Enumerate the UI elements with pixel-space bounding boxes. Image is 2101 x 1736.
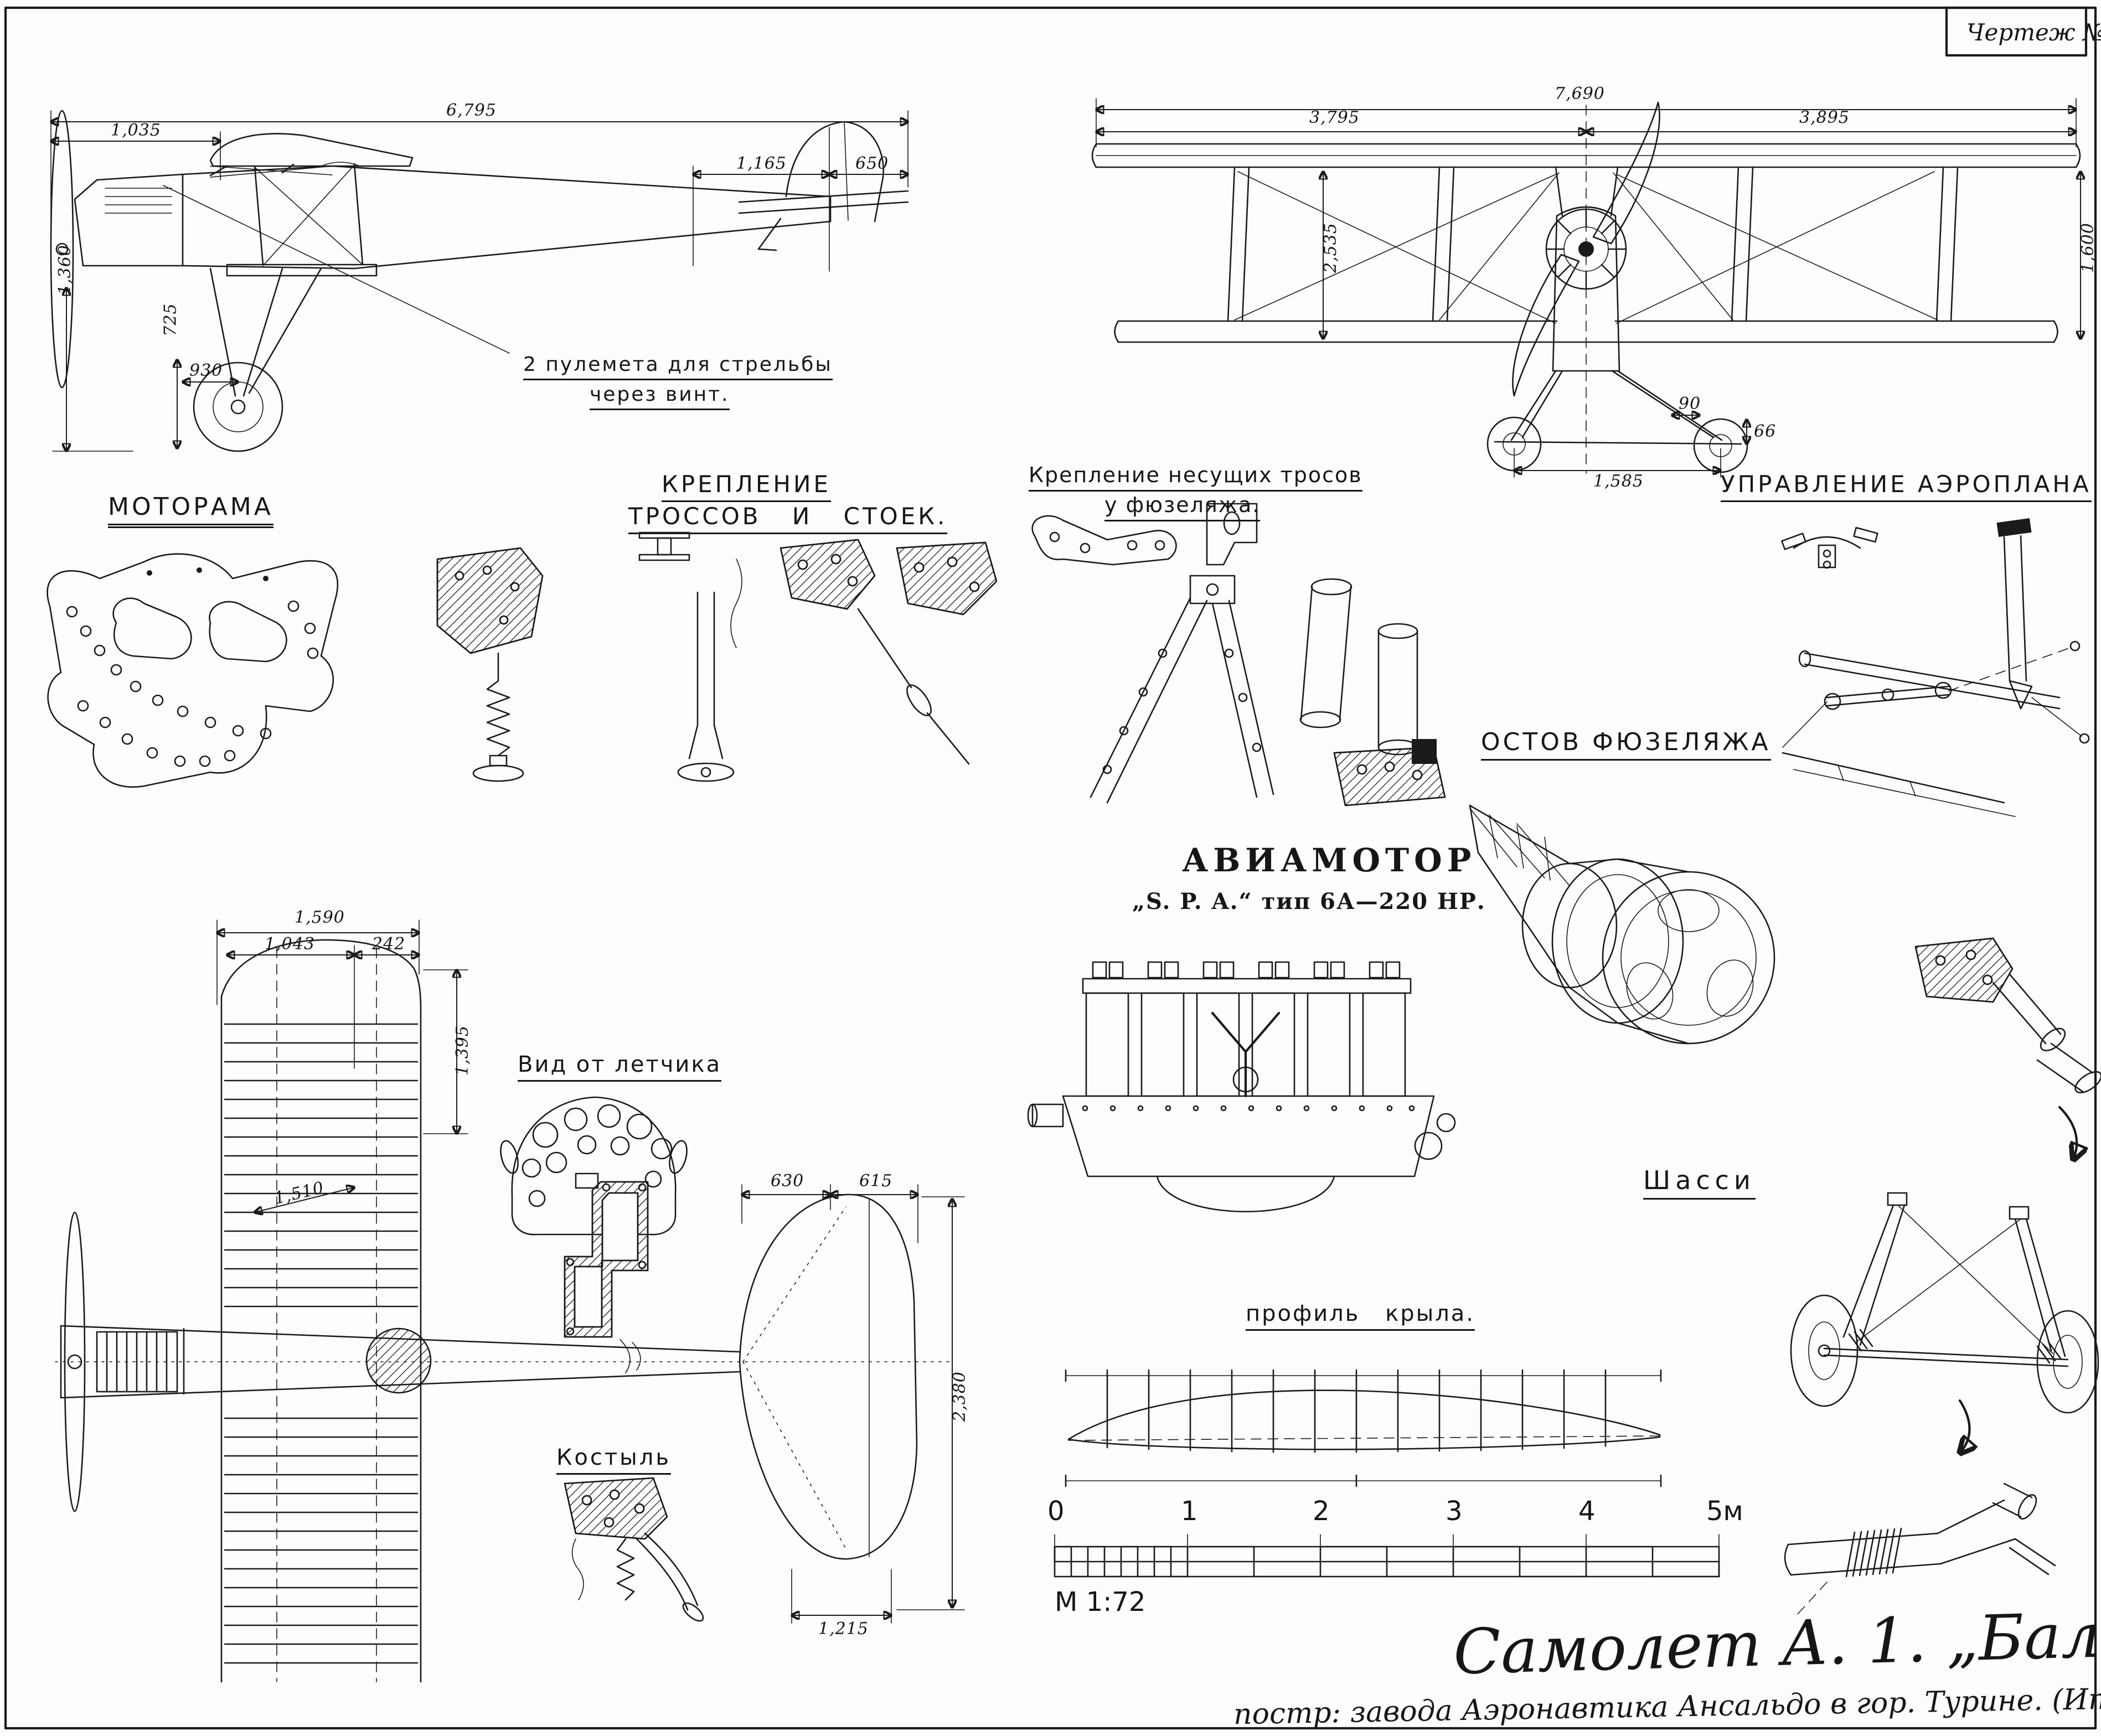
strut-fittings-drawing [436, 531, 998, 782]
dim-plan-stab-a: 630 [771, 1171, 804, 1191]
dim-plan-chord: 1,395 [452, 1025, 472, 1076]
label-bracing-line1: КРЕПЛЕНИЕ [662, 471, 831, 502]
dim-plan-tip-chord: 1,590 [295, 908, 345, 927]
sheet-border [4, 6, 2097, 1730]
fuselage-cable-attachment-drawing [1031, 503, 1446, 807]
scale-ratio: М 1:72 [1055, 1587, 1146, 1618]
label-engine-title: АВИАМОТОР [1182, 841, 1477, 879]
side-view-drawing [51, 110, 908, 451]
wing-profile-drawing [1065, 1369, 1662, 1487]
scale-tick-4: 4 [1578, 1496, 1596, 1527]
dim-side-height: 1,360 [55, 245, 75, 295]
dim-plan-tip-b: 242 [372, 934, 406, 954]
dim-side-nose: 1,035 [111, 121, 161, 140]
engine-mount-drawing [47, 553, 339, 788]
scale-tick-1: 1 [1181, 1496, 1198, 1527]
axle-detail-drawing [1784, 1482, 2056, 1616]
dim-side-tail-a: 1,165 [736, 154, 787, 173]
scale-tick-3: 3 [1446, 1496, 1463, 1527]
label-engine-type: „S. P. A.“ тип 6А—220 НР. [1132, 888, 1486, 914]
label-fuselage-cables-line2: у фюзеляжа. [1104, 493, 1261, 521]
label-fuselage-frame: ОСТОВ ФЮЗЕЛЯЖА [1481, 728, 1771, 761]
dim-plan-stab-b: 615 [859, 1171, 893, 1191]
dim-front-track: 1,585 [1593, 472, 1644, 491]
dim-front-span: 7,690 [1555, 84, 1605, 104]
label-tail-skid: Костыль [556, 1445, 671, 1475]
dim-plan-stab-len: 2,380 [949, 1371, 969, 1422]
gear-fitting-drawing [1914, 937, 2101, 1160]
label-wing-profile: профиль крыла. [1246, 1301, 1475, 1331]
label-controls: УПРАВЛЕНИЕ АЭРОПЛАНА [1721, 471, 2092, 502]
scale-tick-5: 5м [1706, 1496, 1743, 1527]
tail-skid-drawing [564, 1477, 704, 1622]
label-fuselage-cables-line1: Крепление несущих тросов [1029, 463, 1362, 492]
dim-plan-stab-w: 1,215 [818, 1619, 869, 1639]
scale-tick-2: 2 [1313, 1496, 1330, 1527]
dim-front-right: 3,895 [1799, 108, 1850, 127]
label-engine-mount: МОТОРАМА [108, 493, 273, 528]
dim-plan-tip-a: 1,043 [265, 934, 315, 954]
guns-note-line1: 2 пулемета для стрельбы [523, 353, 833, 380]
dim-front-a: 90 [1679, 394, 1701, 414]
dim-front-left: 3,795 [1309, 108, 1360, 127]
dim-side-tail-b: 650 [855, 154, 889, 173]
label-pilot-view: Вид от летчика [518, 1052, 722, 1082]
dim-front-height: 2,535 [1320, 223, 1340, 273]
dim-side-wheel: 725 [161, 303, 180, 337]
controls-drawing [1781, 518, 2090, 817]
pilot-view-drawing [500, 1096, 688, 1373]
dim-front-strut: 1,600 [2078, 223, 2098, 273]
fuselage-frame-drawing [1469, 804, 1775, 1045]
front-view-drawing [1091, 98, 2081, 478]
scale-tick-0: 0 [1047, 1496, 1065, 1527]
dim-front-b: 66 [1754, 422, 1777, 441]
label-landing-gear: Шасси [1643, 1165, 1756, 1200]
label-bracing-line2: ТРОССОВ И СТОЕК. [628, 503, 948, 534]
scale-bar [1054, 1534, 1720, 1578]
guns-note-line2: через винт. [590, 383, 730, 410]
dim-side-gear: 930 [189, 361, 223, 380]
engine-drawing [1027, 961, 1456, 1213]
landing-gear-drawing [1790, 1192, 2099, 1453]
dim-side-overall: 6,795 [446, 101, 497, 120]
drawing-number: Чертеж № 1 [1966, 19, 2101, 46]
plan-view-drawing [55, 919, 965, 1683]
